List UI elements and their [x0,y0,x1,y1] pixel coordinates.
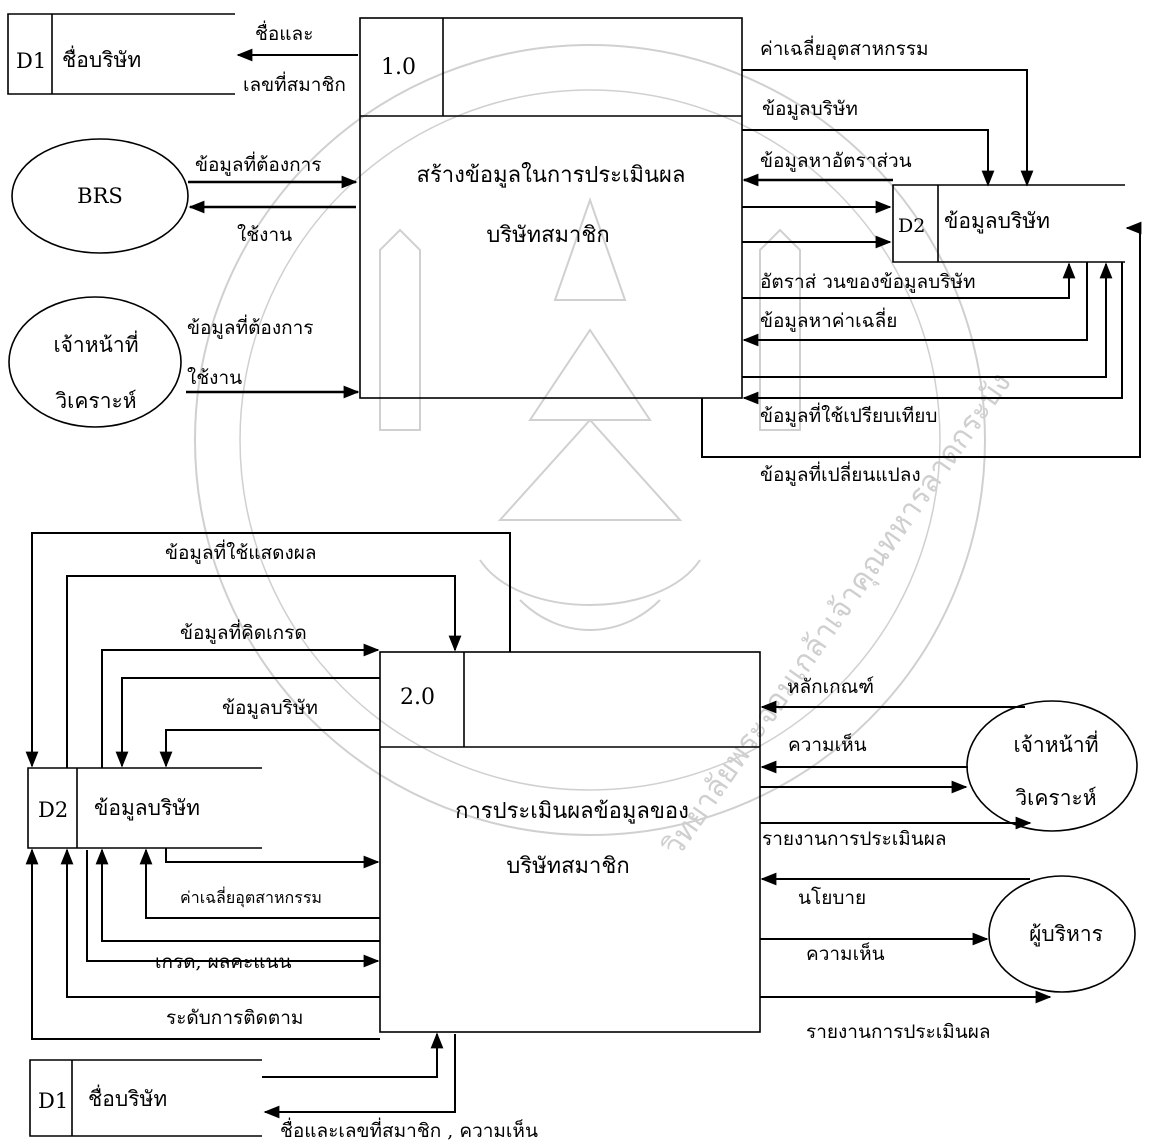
flow-ratio-data: ข้อมูลหาอัตราส่วน [760,150,912,172]
data-store-d2-top: D2 ข้อมูลบริษัท [892,184,1125,263]
process-2-number: 2.0 [400,685,435,710]
flow-analyst-in-1: ข้อมูลที่ต้องการ [187,314,314,339]
flows-bottom-right: หลักเกณฑ์ ความเห็น รายงานการประเมินผล นโ… [760,676,1052,1043]
data-store-d1-top: D1 ชื่อบริษัท [7,13,235,95]
store-d2-bottom-name: ข้อมูลบริษัท [94,796,200,821]
flow-compare-data: ข้อมูลที่ใช้เปรียบเทียบ [760,402,937,427]
flow-company-data-top: ข้อมูลบริษัท [762,98,858,120]
entity-analyst-bottom-line1: เจ้าหน้าที่ [1013,730,1098,757]
store-d1-top-id: D1 [16,49,46,73]
flow-name-member-1: ชื่อและ [255,20,313,45]
flow-company-data-bottom: ข้อมูลบริษัท [222,697,318,719]
store-d1-bottom-name: ชื่อบริษัท [88,1084,167,1111]
flow-analyst-in-2: ใช้งาน [187,367,242,389]
entity-executive-label: ผู้บริหาร [1029,922,1103,947]
flows-bottom-left: ข้อมูลที่ใช้แสดงผล ข้อมูลที่คิดเกรด ข้อม… [25,532,511,1040]
store-d2-top-id: D2 [898,215,925,237]
entity-analyst-bottom-line2: วิเคราะห์ [1015,786,1096,810]
store-d2-bottom-id: D2 [38,798,68,822]
process-1: 1.0 สร้างข้อมูลในการประเมินผล บริษัทสมาช… [359,17,743,399]
data-store-d2-bottom: D2 ข้อมูลบริษัท [27,767,262,849]
flow-display-data: ข้อมูลที่ใช้แสดงผล [165,539,317,564]
entity-analyst-bottom: เจ้าหน้าที่ วิเคราะห์ [966,700,1138,832]
entity-brs: BRS [11,138,189,254]
entity-executive: ผู้บริหาร [988,875,1136,993]
store-d1-bottom-id: D1 [38,1089,68,1113]
watermark-text-right: วิทยาลัยพระจอมเกล้าเจ้าคุณทหารลาดกระบัง [656,366,1019,863]
flow-grade-score: เกรด, ผลคะแนน [155,951,292,973]
flow-tracking-level: ระดับการติดตาม [166,1007,303,1029]
process-1-number: 1.0 [381,55,416,80]
entity-analyst-top: เจ้าหน้าที่ วิเคราะห์ [8,296,182,428]
process-1-title-line2: บริษัทสมาชิก [486,223,609,248]
flow-policy: นโยบาย [798,886,866,909]
flow-eval-report-2: รายงานการประเมินผล [806,1021,991,1043]
flows-top-right: ค่าเฉลี่ยอุตสาหกรรม ข้อมูลบริษัท ข้อมูลห… [701,35,1142,486]
entity-analyst-top-line2: วิเคราะห์ [55,389,136,413]
flow-brs-in-2: ใช้งาน [237,224,292,246]
store-d1-top-name: ชื่อบริษัท [62,45,141,72]
flow-company-ratio: อัตราส่ วนของข้อมูลบริษัท [760,271,975,293]
process-2-title-line1: การประเมินผลข้อมูลของ [455,799,689,824]
flow-grade-data: ข้อมูลที่คิดเกรด [180,619,307,644]
flows-top-left: ชื่อและ เลขที่สมาชิก ข้อมูลที่ต้องการ ใช… [186,20,360,399]
flow-industry-avg-bottom: ค่าเฉลี่ยอุตสาหกรรม [180,886,322,908]
process-2: 2.0 การประเมินผลข้อมูลของ บริษัทสมาชิก [379,651,761,1033]
flows-bottom-d1: ชื่อและเลขที่สมาชิก , ความเห็น [262,1032,538,1141]
flow-opinion-1: ความเห็น [788,732,867,756]
store-d2-top-name: ข้อมูลบริษัท [944,209,1050,234]
entity-brs-label: BRS [77,184,123,208]
flow-name-member-2: เลขที่สมาชิก [243,71,346,96]
process-1-title-line1: สร้างข้อมูลในการประเมินผล [417,162,686,188]
data-store-d1-bottom: D1 ชื่อบริษัท [29,1059,262,1137]
flow-opinion-2: ความเห็น [806,941,885,965]
flow-changed-data: ข้อมูลที่เปลี่ยนแปลง [760,461,921,486]
process-2-title-line2: บริษัทสมาชิก [506,854,629,879]
flow-criteria: หลักเกณฑ์ [787,676,874,698]
flow-avg-data: ข้อมูลหาค่าเฉลี่ย [760,307,897,332]
entity-analyst-top-line1: เจ้าหน้าที่ [53,330,138,357]
flow-eval-report-1: รายงานการประเมินผล [762,828,947,850]
flow-brs-in-1: ข้อมูลที่ต้องการ [195,151,322,176]
flow-industry-avg-top: ค่าเฉลี่ยอุตสาหกรรม [760,35,929,61]
flow-name-member-opinion: ชื่อและเลขที่สมาชิก , ความเห็น [280,1117,538,1141]
